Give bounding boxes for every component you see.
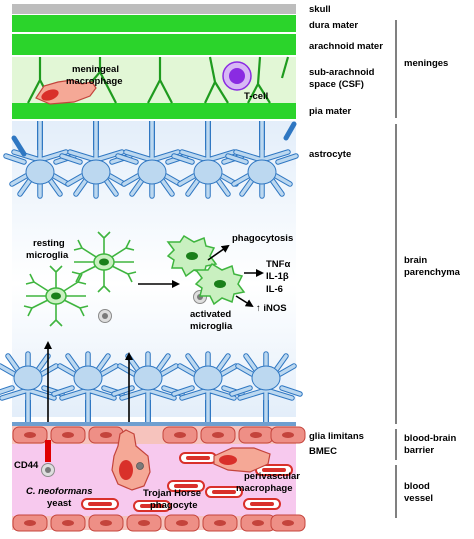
label-meningeal-1: meningeal bbox=[72, 64, 119, 75]
glia-limitans bbox=[12, 422, 296, 426]
section-vessel-2: vessel bbox=[404, 493, 434, 504]
dura-mater-layer bbox=[12, 15, 296, 32]
label-il1: IL-1β bbox=[266, 271, 289, 282]
section-brain-1: brain bbox=[404, 255, 428, 266]
label-cd44: CD44 bbox=[14, 460, 39, 471]
trojan-horse-phagocyte bbox=[111, 429, 151, 491]
label-yeast-2: yeast bbox=[47, 498, 72, 509]
section-meninges: meninges bbox=[404, 58, 449, 69]
label-bmec: BMEC bbox=[309, 446, 337, 457]
label-resting-1: resting bbox=[33, 238, 65, 249]
yeast-cell bbox=[41, 463, 55, 477]
label-dura-mater: dura mater bbox=[309, 20, 359, 31]
label-trojan-1: Trojan Horse bbox=[143, 488, 202, 499]
label-trojan-2: phagocyte bbox=[150, 500, 198, 511]
section-brain-2: parenchyma bbox=[404, 267, 460, 278]
label-t-cell: T-cell bbox=[244, 91, 269, 102]
skull-layer bbox=[12, 4, 296, 14]
label-skull: skull bbox=[309, 4, 331, 15]
label-meningeal-2: macrophage bbox=[66, 76, 123, 87]
label-inos: ↑ iNOS bbox=[256, 303, 287, 314]
label-resting-2: microglia bbox=[26, 250, 69, 261]
pia-mater-layer bbox=[12, 103, 296, 119]
section-bbb-2: barrier bbox=[404, 445, 435, 456]
astrocyte-row-bottom bbox=[0, 354, 300, 422]
label-subarachnoid-1: sub-arachnoid bbox=[309, 67, 375, 78]
astrocyte-row-top bbox=[6, 121, 296, 196]
t-cell bbox=[222, 61, 252, 91]
bmec-cells-bottom bbox=[12, 514, 306, 532]
label-tnf: TNFα bbox=[266, 259, 291, 270]
arachnoid-mater-layer bbox=[12, 34, 296, 55]
label-il6: IL-6 bbox=[266, 284, 283, 295]
label-perivascular-2: macrophage bbox=[236, 483, 293, 494]
label-pia-mater: pia mater bbox=[309, 106, 352, 117]
meningeal-macrophage bbox=[35, 79, 97, 105]
perivascular-macrophage bbox=[213, 447, 271, 473]
label-arachnoid-mater: arachnoid mater bbox=[309, 41, 383, 52]
label-subarachnoid-2: space (CSF) bbox=[309, 79, 364, 90]
process-arrows bbox=[44, 244, 264, 456]
section-vessel-1: blood bbox=[404, 481, 430, 492]
cd44-receptor bbox=[45, 440, 51, 462]
label-activated-2: microglia bbox=[190, 321, 233, 332]
label-astrocyte: astrocyte bbox=[309, 149, 352, 160]
label-perivascular-1: perivascular bbox=[244, 471, 300, 482]
label-glia-limitans: glia limitans bbox=[309, 431, 364, 442]
label-yeast-1: C. neoformans bbox=[26, 486, 93, 497]
label-phagocytosis: phagocytosis bbox=[232, 233, 294, 244]
label-activated-1: activated bbox=[190, 309, 232, 320]
section-bbb-1: blood-brain bbox=[404, 433, 457, 444]
